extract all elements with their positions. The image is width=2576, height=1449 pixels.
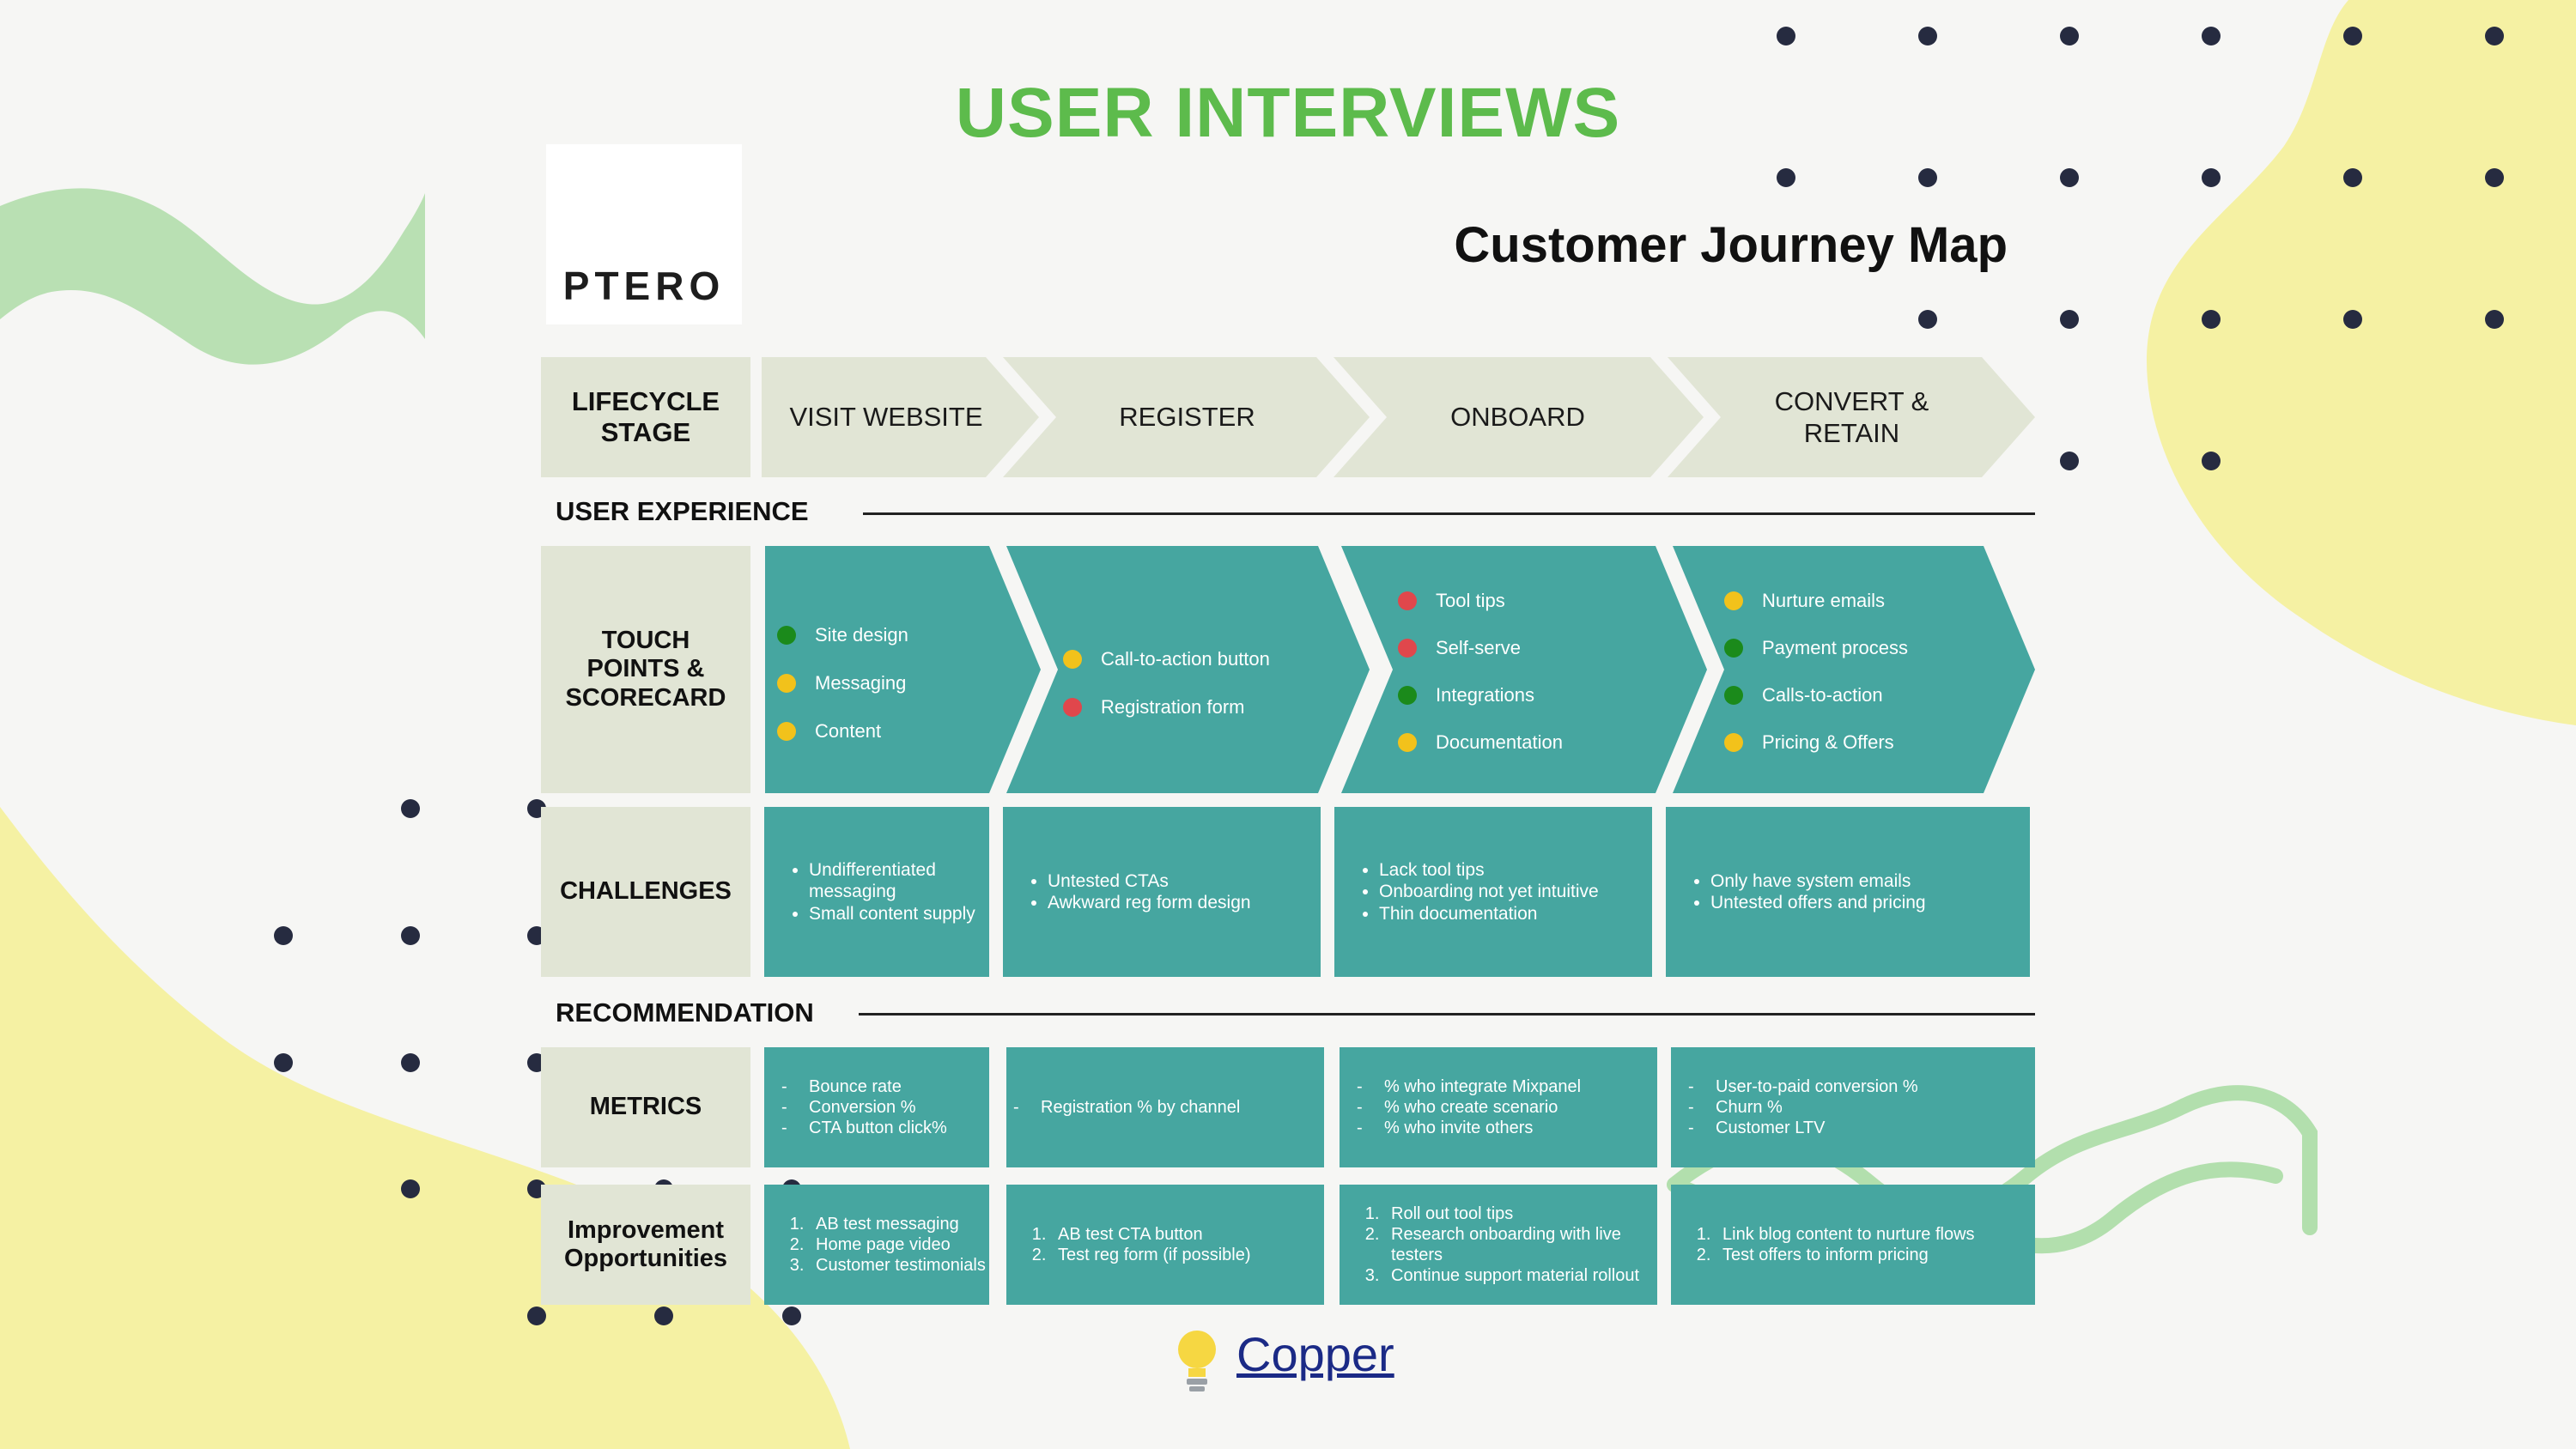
metrics-box-1: Bounce rateConversion %CTA button click%: [764, 1047, 989, 1167]
source-credit: Copper: [1178, 1326, 1394, 1382]
improvements-box-1: AB test messagingHome page videoCustomer…: [764, 1185, 989, 1305]
touchpoint-chevrons: [765, 546, 2035, 793]
touchpoint-item: Nurture emails: [1724, 577, 1908, 624]
stage-label-4: CONVERT & RETAIN: [1774, 385, 1929, 448]
metrics-box-4: User-to-paid conversion %Churn %Customer…: [1671, 1047, 2035, 1167]
row-label-metrics: METRICS: [541, 1047, 750, 1167]
row-label-improvement: Improvement Opportunities: [541, 1185, 750, 1305]
status-dot-yellow: [777, 722, 796, 741]
status-dot-green: [1724, 685, 1743, 705]
touchpoint-item: Integrations: [1398, 671, 1563, 718]
challenges-box-1: Undifferentiated messagingSmall content …: [764, 807, 989, 977]
yellow-blob-right: [2147, 0, 2576, 725]
touchpoint-list-2: Call-to-action button Registration form: [1063, 635, 1270, 731]
touchpoint-item: Self-serve: [1398, 624, 1563, 671]
touch-chevron-3: [1341, 546, 1707, 793]
improvements-box-2: AB test CTA buttonTest reg form (if poss…: [1006, 1185, 1324, 1305]
page-title: USER INTERVIEWS: [955, 74, 1621, 152]
touchpoint-item: Site design: [777, 611, 908, 659]
touchpoint-item: Messaging: [777, 659, 908, 707]
logo-card: PTERO: [546, 144, 742, 324]
touchpoint-item: Documentation: [1398, 718, 1563, 766]
status-dot-yellow: [1063, 650, 1082, 669]
challenges-box-3: Lack tool tipsOnboarding not yet intuiti…: [1334, 807, 1652, 977]
touchpoint-list-4: Nurture emails Payment process Calls-to-…: [1724, 577, 1908, 766]
chevron-stage-3: [1334, 357, 1704, 477]
journey-map-title: Customer Journey Map: [1454, 217, 2008, 273]
touchpoint-item: Content: [777, 707, 908, 755]
status-dot-green: [777, 626, 796, 645]
status-dot-yellow: [1724, 591, 1743, 610]
source-link[interactable]: Copper: [1236, 1327, 1394, 1381]
status-dot-red: [1398, 638, 1417, 658]
status-dot-green: [1398, 685, 1417, 705]
touchpoint-list-3: Tool tips Self-serve Integrations Docume…: [1398, 577, 1563, 766]
row-label-lifecycle: LIFECYCLE STAGE: [541, 357, 750, 477]
touchpoint-list-1: Site design Messaging Content: [777, 611, 908, 755]
section-divider-user-experience: [863, 512, 2035, 515]
touch-chevron-2: [1006, 546, 1370, 793]
green-wave-left: [0, 188, 425, 365]
lifecycle-chevrons: [762, 357, 2035, 477]
metrics-box-2: Registration % by channel: [1006, 1047, 1324, 1167]
stage-label-1: VISIT WEBSITE: [789, 402, 983, 433]
chevron-stage-4: [1668, 357, 2035, 477]
dot-grid-right: [1777, 27, 2504, 470]
touch-chevron-4: [1673, 546, 2035, 793]
row-label-touch-points: TOUCH POINTS & SCORECARD: [541, 546, 750, 793]
chevron-stage-1: [762, 357, 1039, 477]
status-dot-red: [1063, 698, 1082, 717]
logo-text: PTERO: [562, 264, 726, 308]
touchpoint-item: Registration form: [1063, 683, 1270, 731]
status-dot-green: [1724, 638, 1743, 658]
improvements-box-4: Link blog content to nurture flowsTest o…: [1671, 1185, 2035, 1305]
row-label-challenges: CHALLENGES: [541, 807, 750, 977]
chevron-stage-2: [1003, 357, 1370, 477]
touchpoint-item: Call-to-action button: [1063, 635, 1270, 683]
status-dot-yellow: [777, 674, 796, 693]
touchpoint-item: Pricing & Offers: [1724, 718, 1908, 766]
lightbulb-icon: [1178, 1331, 1216, 1391]
section-divider-recommendation: [859, 1013, 2035, 1016]
status-dot-yellow: [1724, 732, 1743, 752]
stage-label-3: ONBOARD: [1450, 402, 1585, 433]
section-title-recommendation: RECOMMENDATION: [556, 997, 814, 1028]
touchpoint-item: Payment process: [1724, 624, 1908, 671]
touchpoint-item: Tool tips: [1398, 577, 1563, 624]
touchpoint-item: Calls-to-action: [1724, 671, 1908, 718]
challenges-box-4: Only have system emailsUntested offers a…: [1666, 807, 2030, 977]
touch-chevron-1: [765, 546, 1041, 793]
status-dot-yellow: [1398, 732, 1417, 752]
section-title-user-experience: USER EXPERIENCE: [556, 496, 809, 526]
status-dot-red: [1398, 591, 1417, 610]
lightbulb-icon-slot: [1178, 1328, 1218, 1381]
improvements-box-3: Roll out tool tipsResearch onboarding wi…: [1340, 1185, 1657, 1305]
metrics-box-3: % who integrate Mixpanel% who create sce…: [1340, 1047, 1657, 1167]
stage-label-2: REGISTER: [1119, 402, 1255, 433]
challenges-box-2: Untested CTAsAwkward reg form design: [1003, 807, 1321, 977]
